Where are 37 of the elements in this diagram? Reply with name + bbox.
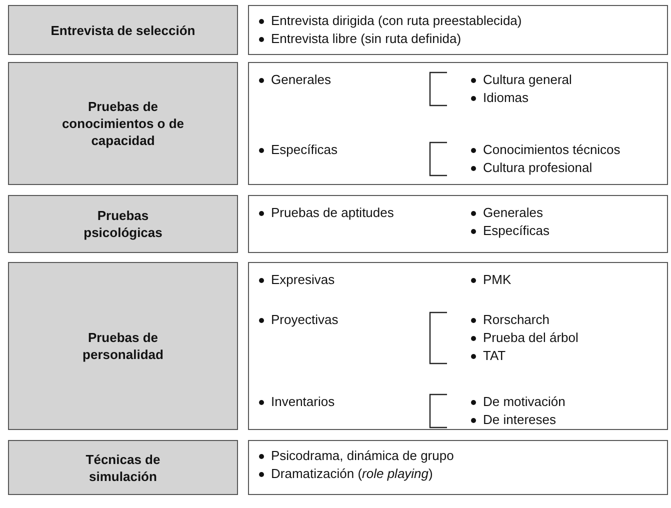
list-item: Generales	[271, 72, 331, 88]
list-item: Idiomas	[483, 90, 529, 106]
list-item: Inventarios	[271, 394, 335, 410]
category-box	[8, 5, 238, 55]
category-box	[8, 440, 238, 495]
detail-box	[248, 62, 668, 185]
list-item: Entrevista dirigida (con ruta preestablecida)	[271, 13, 522, 29]
detail-box	[248, 5, 668, 55]
category-label: Pruebas psicológicas	[82, 207, 164, 241]
list-item: Prueba del árbol	[483, 330, 578, 346]
list-item: Generales	[483, 205, 543, 221]
list-item: Entrevista libre (sin ruta definida)	[271, 31, 462, 47]
list-item: Rorscharch	[483, 312, 550, 328]
list-item: Cultura general	[483, 72, 572, 88]
list-item: Expresivas	[271, 272, 335, 288]
category-label: Entrevista de selección	[50, 22, 196, 38]
list-item: Psicodrama, dinámica de grupo	[271, 448, 454, 464]
list-item: Proyectivas	[271, 312, 338, 328]
category-box	[8, 195, 238, 253]
list-item: Específicas	[271, 142, 338, 158]
list-item: De intereses	[483, 412, 556, 428]
list-item: Específicas	[483, 223, 550, 239]
category-box	[8, 62, 238, 185]
list-item: TAT	[483, 348, 506, 364]
detail-box	[248, 440, 668, 495]
detail-box	[248, 262, 668, 430]
list-item: Pruebas de aptitudes	[271, 205, 394, 221]
category-box	[8, 262, 238, 430]
detail-box	[248, 195, 668, 253]
list-item: Conocimientos técnicos	[483, 142, 620, 158]
category-label: Pruebas de conocimientos o de capacidad	[60, 98, 186, 149]
list-item: De motivación	[483, 394, 566, 410]
category-label: Pruebas de personalidad	[82, 329, 164, 363]
list-item: Cultura profesional	[483, 160, 592, 176]
list-item: PMK	[483, 272, 512, 288]
list-item: Dramatización (role playing)	[271, 466, 433, 482]
category-label: Técnicas de simulación	[84, 450, 162, 484]
